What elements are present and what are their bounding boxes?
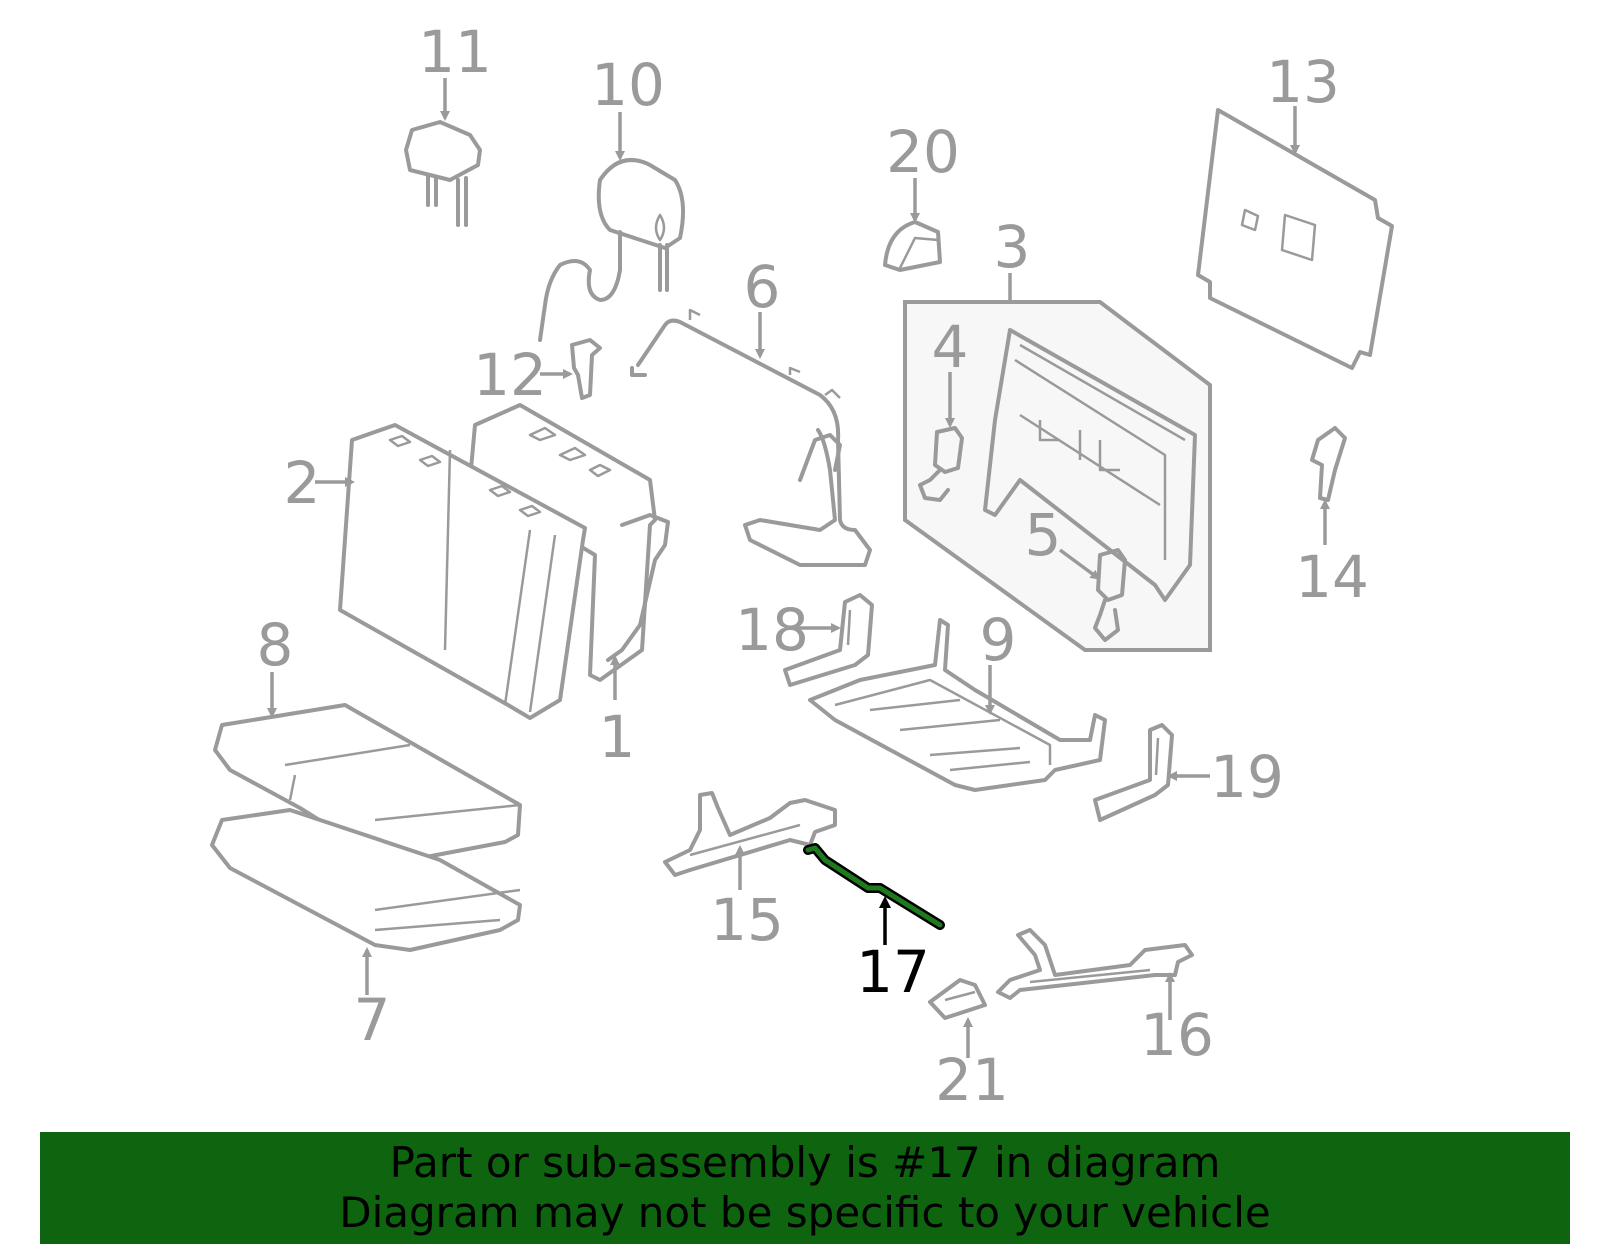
banner-line-2: Diagram may not be specific to your vehi…: [339, 1188, 1271, 1237]
part-12-clip[interactable]: [540, 338, 602, 400]
part-21-cover[interactable]: [928, 978, 987, 1058]
part-14-bracket[interactable]: [1310, 426, 1347, 545]
part-20-cover[interactable]: [883, 178, 942, 272]
part-11-headrest[interactable]: [404, 78, 482, 227]
part-15-bracket[interactable]: [663, 791, 837, 890]
callout-7: 7: [354, 986, 391, 1054]
part-3-seatback-frame[interactable]: [903, 273, 1212, 652]
info-banner: Part or sub-assembly is #17 in diagram D…: [40, 1132, 1570, 1244]
callout-14: 14: [1295, 543, 1369, 611]
callout-17: 17: [856, 938, 930, 1006]
callout-9: 9: [980, 606, 1017, 674]
callout-21: 21: [935, 1046, 1009, 1114]
callout-6: 6: [744, 253, 781, 321]
callout-4: 4: [932, 313, 969, 381]
callout-5: 5: [1025, 501, 1062, 569]
part-10-headrest[interactable]: [538, 112, 686, 342]
part-9-cushion-frame[interactable]: [808, 618, 1107, 792]
part-1-seatback-panel[interactable]: [606, 513, 670, 700]
part-18-side-cover[interactable]: [783, 593, 874, 687]
part-13-back-panel[interactable]: [1196, 106, 1394, 370]
part-16-bracket[interactable]: [996, 928, 1194, 1020]
part-6-frame[interactable]: [630, 308, 872, 567]
part-19-side-cover[interactable]: [1093, 723, 1210, 822]
part-7-cushion[interactable]: [210, 808, 522, 995]
callout-18: 18: [735, 596, 809, 664]
callout-1: 1: [599, 703, 636, 771]
callout-3: 3: [994, 213, 1031, 281]
callout-12: 12: [473, 341, 547, 409]
callout-13: 13: [1266, 48, 1340, 116]
part-4-component[interactable]: [918, 372, 964, 502]
part-2-seatback[interactable]: [315, 403, 657, 720]
callout-10: 10: [591, 51, 665, 119]
callout-16: 16: [1140, 1001, 1214, 1069]
callout-19: 19: [1210, 743, 1284, 811]
callout-11: 11: [418, 18, 492, 86]
part-17-rod[interactable]: [803, 843, 945, 945]
part-5-component[interactable]: [1058, 548, 1127, 642]
part-8-cushion[interactable]: [213, 672, 522, 862]
callout-2: 2: [284, 449, 321, 517]
callout-20: 20: [886, 118, 960, 186]
callout-8: 8: [257, 611, 294, 679]
parts-diagram: 1 2 3 4 5 6 7 8 9 10 11 12 13 14 15 16 1…: [210, 18, 1394, 1114]
banner-line-1: Part or sub-assembly is #17 in diagram: [389, 1138, 1221, 1187]
callout-15: 15: [710, 886, 784, 954]
